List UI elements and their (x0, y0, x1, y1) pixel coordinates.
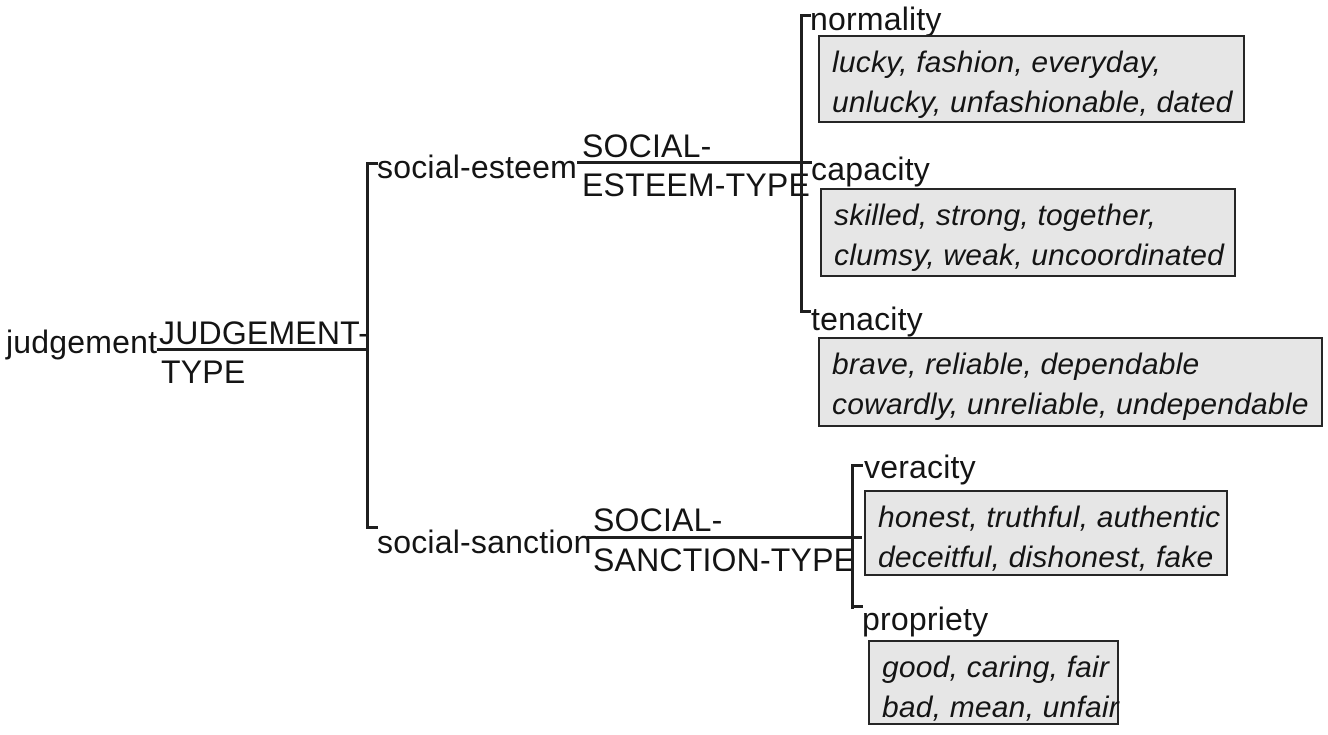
tenacity-examples-line1: brave, reliable, dependable (832, 348, 1200, 381)
veracity-examples-line1: honest, truthful, authentic (878, 501, 1221, 534)
social-esteem-type-label-line2: ESTEEM-TYPE (582, 167, 811, 203)
tenacity-examples-box: brave, reliable, dependable cowardly, un… (818, 337, 1323, 427)
tenacity-label: tenacity (811, 301, 923, 337)
normality-examples-box: lucky, fashion, everyday, unlucky, unfas… (818, 35, 1245, 123)
judgement-type-bracket-line (366, 162, 369, 529)
propriety-examples-line1: good, caring, fair (882, 651, 1110, 684)
propriety-label: propriety (862, 601, 989, 637)
social-esteem-type-underline (577, 161, 812, 164)
propriety-examples-box: good, caring, fair bad, mean, unfair (868, 640, 1119, 725)
judgement-type-bracket-bottom-stub (366, 526, 378, 529)
veracity-examples-box: honest, truthful, authentic deceitful, d… (864, 490, 1228, 576)
capacity-examples-line1: skilled, strong, together, (834, 199, 1157, 232)
tenacity-examples-line2: cowardly, unreliable, undependable (832, 388, 1309, 421)
capacity-label: capacity (811, 151, 930, 187)
normality-examples-line1: lucky, fashion, everyday, (832, 46, 1162, 79)
normality-examples-line2: unlucky, unfashionable, dated (832, 86, 1233, 119)
propriety-examples-line2: bad, mean, unfair (882, 691, 1119, 724)
social-sanction-type-bracket-line (851, 464, 854, 609)
normality-label: normality (810, 1, 942, 37)
social-sanction-type-bracket-bottom-stub (851, 605, 863, 608)
capacity-examples-box: skilled, strong, together, clumsy, weak,… (820, 188, 1236, 277)
social-esteem-type-label-line1: SOCIAL- (582, 128, 712, 164)
veracity-label: veracity (864, 449, 976, 485)
judgement-type-label-line1: JUDGEMENT- (159, 315, 369, 351)
judgement-type-underline (157, 348, 369, 351)
capacity-examples-line2: clumsy, weak, uncoordinated (834, 239, 1225, 272)
social-esteem-type-bracket-bottom-stub (800, 310, 811, 313)
judgement-type-bracket-top-stub (366, 162, 378, 165)
social-sanction-type-underline (587, 536, 862, 539)
social-sanction-type-label-line2: SANCTION-TYPE (593, 542, 856, 578)
social-sanction-type-bracket-top-stub (851, 464, 863, 467)
social-esteem-label: social-esteem (377, 149, 578, 185)
judgement-type-label-line2: TYPE (161, 354, 246, 390)
social-esteem-type-bracket-top-stub (800, 14, 811, 17)
social-sanction-label: social-sanction (377, 524, 592, 560)
social-sanction-type-label-line1: SOCIAL- (593, 502, 723, 538)
veracity-examples-line2: deceitful, dishonest, fake (878, 541, 1214, 574)
social-esteem-type-bracket-line (800, 14, 803, 313)
root-label: judgement (6, 324, 158, 360)
